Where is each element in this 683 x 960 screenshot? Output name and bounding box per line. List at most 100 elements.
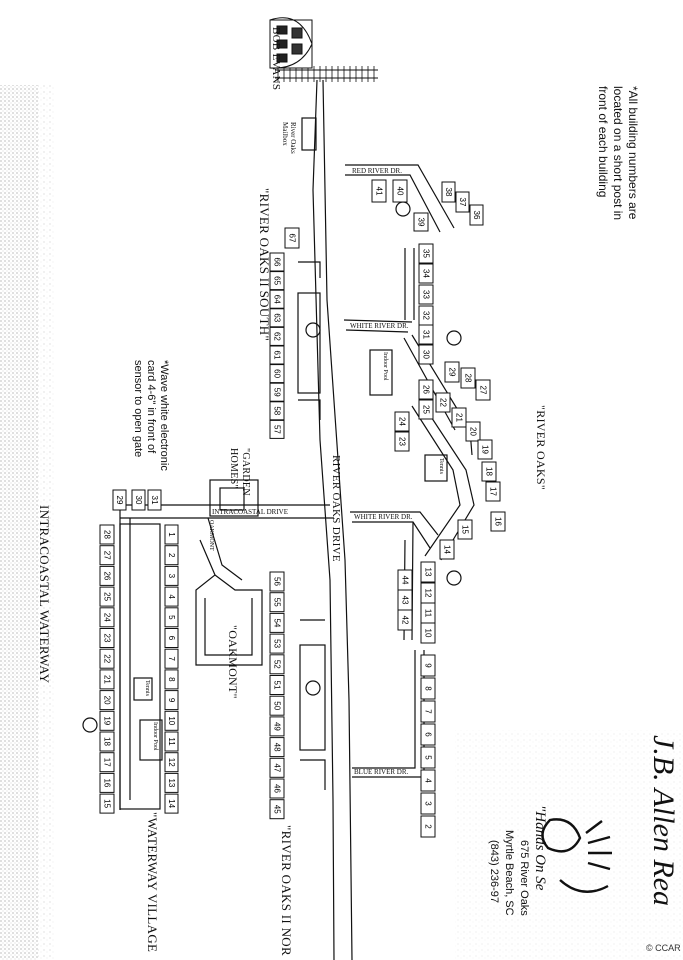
building-ro2n_row: 53 (269, 633, 285, 654)
ro2-north-parking (299, 644, 326, 751)
building-gh: 29 (112, 489, 127, 511)
building-east_9_2: 8 (420, 677, 436, 700)
blue-river-dr-label: BLUE RIVER DR. (354, 768, 409, 776)
building-number: 4 (424, 778, 433, 783)
white-river-dr-upper-label: WHITE RIVER DR. (350, 322, 409, 330)
building-number: 11 (167, 737, 176, 746)
building-number: 45 (273, 805, 282, 814)
building-wv_inner: 6 (164, 628, 179, 648)
pool-icon (305, 680, 321, 696)
building-col_13_10: 13 (420, 561, 436, 583)
watermark: © CCAR (646, 943, 681, 953)
building-number: 7 (424, 709, 433, 714)
building-number: 51 (273, 681, 282, 690)
building-number: 49 (273, 722, 282, 731)
ro2-south-access (298, 261, 321, 420)
building-number: 19 (103, 716, 112, 725)
tennis-upper (424, 454, 448, 482)
building-number: 35 (422, 249, 431, 258)
building-ro2s_row: 64 (269, 289, 285, 309)
building-diag_22_14: 22 (435, 392, 451, 413)
building-number: 26 (422, 385, 431, 394)
building-number: 33 (422, 290, 431, 299)
building-number: 15 (461, 525, 470, 534)
building-number: 29 (115, 496, 124, 505)
building-number: 14 (443, 545, 452, 554)
building-ro2n_row: 51 (269, 675, 285, 695)
building-wv_inner: 8 (164, 669, 179, 690)
company-stamp-shading (455, 730, 683, 960)
building-number: 66 (273, 258, 282, 267)
building-number: 21 (455, 413, 464, 422)
indoor-pool-upper-label: Indoor Pool (382, 352, 388, 381)
building-col_35_23: 32 (418, 305, 434, 326)
garden-homes-label: "GARDEN HOMES" (228, 448, 251, 496)
building-number: 31 (422, 330, 431, 339)
building-number: 18 (485, 467, 494, 476)
building-number: 12 (167, 758, 176, 767)
building-number: 39 (417, 218, 426, 227)
waterway-edge-shading (38, 85, 54, 960)
building-number: 36 (472, 211, 481, 220)
building-number: 52 (273, 660, 282, 669)
building-number: 29 (448, 368, 457, 377)
building-number: 43 (401, 596, 410, 605)
indoor-pool-lower (139, 719, 163, 761)
building-ro2s_row: 60 (269, 364, 285, 384)
pool-icon (82, 717, 98, 733)
building-wv_outer: 24 (99, 607, 115, 628)
building-wv_outer: 26 (99, 565, 115, 586)
building-wv_inner: 5 (164, 607, 179, 628)
building-ro2s_row: 59 (269, 382, 285, 402)
river-oaks-ii-north-label: "RIVER OAKS II NOR (279, 825, 294, 956)
building-number: 5 (424, 755, 433, 760)
building-number: 67 (288, 234, 297, 243)
building-red_river: 36 (469, 204, 484, 226)
building-number: 59 (273, 388, 282, 397)
building-wv_outer: 28 (99, 524, 115, 545)
building-east_9_2: 6 (420, 723, 436, 746)
building-col_35_23: 30 (418, 344, 434, 365)
bob-evans-label: BOB EVANS (270, 27, 282, 91)
company-phone: (843) 236-97 (488, 840, 500, 903)
building-diag_22_14: 20 (465, 421, 481, 442)
building-ro2s_row: 66 (269, 252, 285, 272)
building-number: 27 (479, 386, 488, 395)
waterway-village-label: "WATERWAY VILLAGE (145, 812, 160, 953)
building-wv_inner: 9 (164, 690, 179, 711)
building-number: 38 (444, 188, 453, 197)
building-red_river: 37 (455, 191, 470, 213)
building-ro2n_row: 46 (269, 778, 285, 799)
building-col_35_23: 33 (418, 284, 434, 305)
building-col_35_23: 26 (418, 379, 434, 400)
oakmont-street-label: OAKMONT (208, 520, 214, 551)
river-oaks-drive-label: RIVER OAKS DRIVE (330, 455, 342, 562)
building-col_35_23: 25 (418, 399, 434, 420)
waterway-village-frame (119, 523, 161, 810)
building-number: 2 (424, 824, 433, 829)
building-number: 13 (424, 568, 433, 577)
building-number: 4 (167, 594, 176, 599)
railroad-ties (277, 66, 375, 82)
building-wv_inner: 14 (164, 793, 179, 814)
building-number: 10 (167, 716, 176, 725)
building-number: 2 (167, 553, 176, 558)
building-ro2s_row: 61 (269, 345, 285, 365)
mailbox-label: River Oaks Mailbox (281, 122, 297, 154)
oakmont-inner-road (204, 598, 253, 656)
building-wv_outer: 20 (99, 690, 115, 711)
building-red_river: 39 (413, 212, 429, 232)
building-diag_22_14: 17 (485, 481, 501, 502)
building-gh: 30 (131, 489, 146, 511)
building-diag_22_14: 21 (451, 407, 467, 428)
intracoastal-drive-label: INTRACOASTAL DRIVE (212, 508, 288, 516)
building-red_river: 41 (371, 179, 387, 203)
building-ro2s_row: 58 (269, 401, 285, 421)
white-river-dr-upper-road (343, 319, 413, 333)
river-oaks-ii-south-label: "RIVER OAKS II SOUTH" (257, 188, 272, 342)
building-wv_outer: 23 (99, 628, 115, 648)
building-number: 20 (469, 427, 478, 436)
building-number: 64 (273, 295, 282, 304)
building-wv_inner: 11 (164, 731, 179, 752)
building-number: 63 (273, 313, 282, 322)
